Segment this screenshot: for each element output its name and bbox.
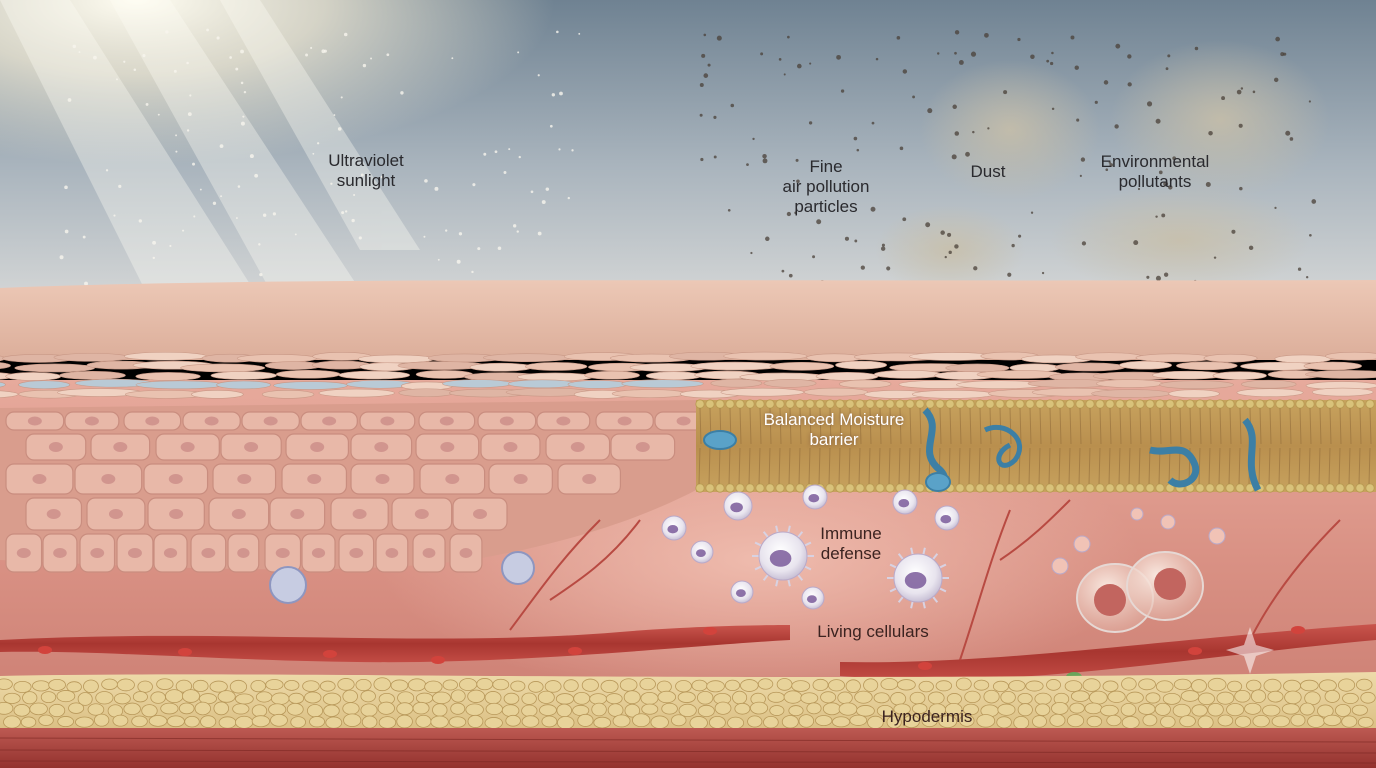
epidermal-cells (5, 411, 713, 604)
immune-cells (661, 484, 1226, 610)
label-ultraviolet-sunlight: Ultraviolet sunlight (328, 151, 404, 191)
label-hypodermis: Hypodermis (881, 707, 973, 726)
stratum-corneum (0, 351, 1376, 399)
label-environmental-pollutants: Environmental pollutants (1100, 152, 1210, 192)
sunlight-glow (0, 0, 760, 300)
fat-cells (0, 677, 1376, 730)
sun-rays (0, 0, 420, 300)
sparkle-icon (1226, 627, 1274, 674)
label-dust: Dust (970, 162, 1006, 181)
pollution-clouds (875, 40, 1330, 295)
label-fine-air-pollution: Fine air pollution particles (782, 157, 870, 217)
label-moisture-barrier: Balanced Moisture barrier (763, 410, 905, 450)
blood-vessel (0, 625, 790, 663)
particle-specks (59, 28, 1317, 299)
barrier-proteins (703, 407, 1262, 492)
red-blood-cells (38, 626, 1305, 670)
capillaries (509, 499, 1341, 661)
dividing-cell (1076, 551, 1204, 633)
lipid-bilayer-heads (695, 399, 1375, 493)
label-living-cellulars: Living cellulars (817, 622, 929, 641)
blood-vessel (840, 624, 1376, 680)
label-immune-defense: Immune defense (820, 524, 882, 564)
skin-surface (0, 280, 1376, 360)
